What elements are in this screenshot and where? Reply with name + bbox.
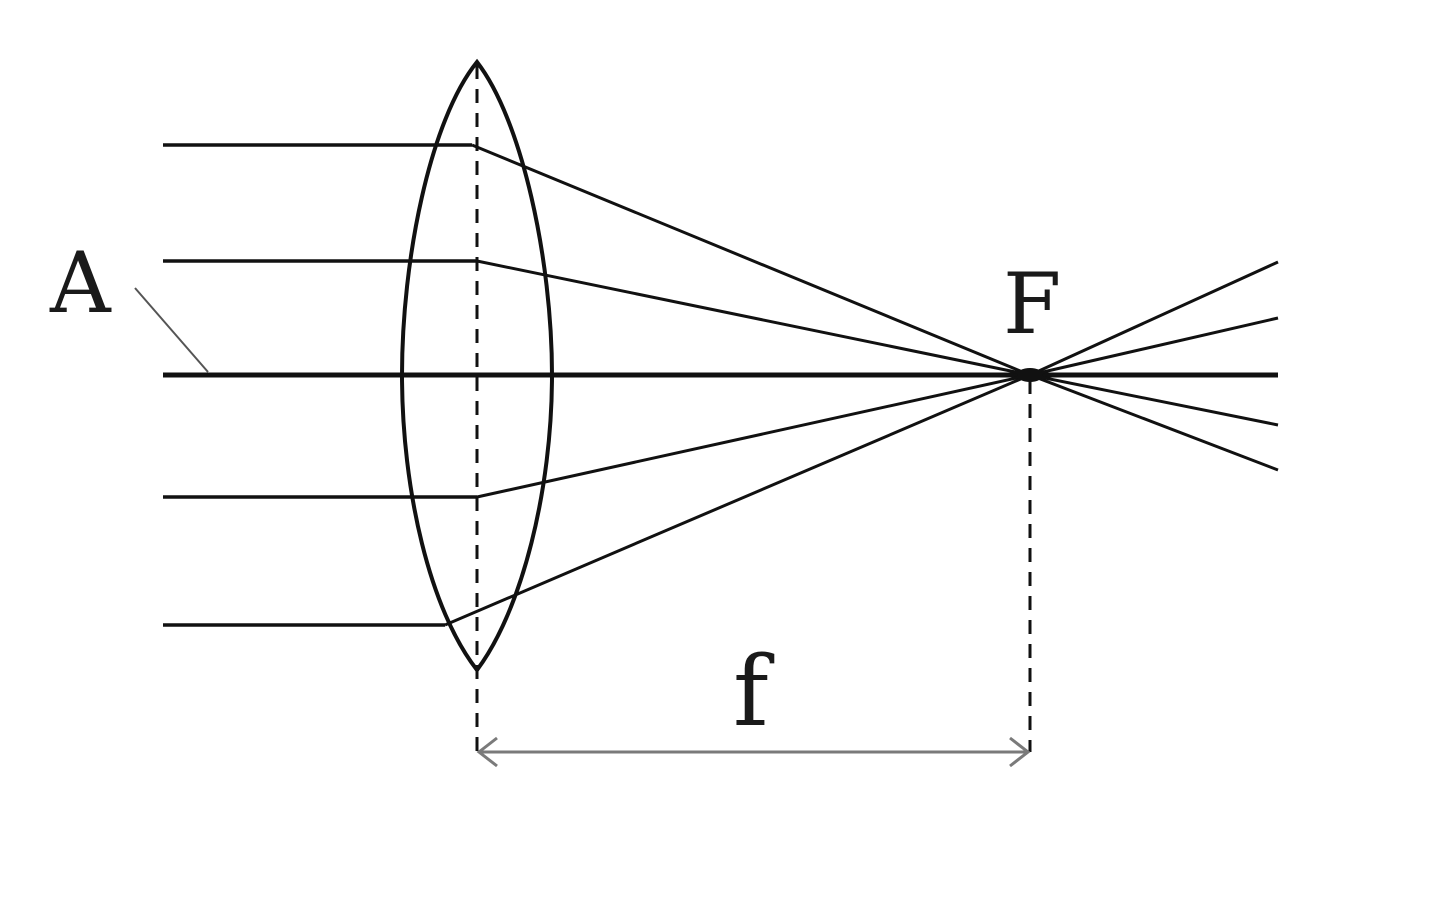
axis-label-leader-line <box>134 287 209 373</box>
diverging-ray-4 <box>1029 316 1279 377</box>
diverging-ray-5 <box>1029 260 1279 377</box>
focal-length-label: f <box>733 636 775 748</box>
focal-length-dimension <box>476 736 1031 768</box>
diverging-ray-2 <box>1029 373 1279 427</box>
left-arrowhead <box>476 736 498 768</box>
focal-point-dot <box>1017 368 1043 382</box>
incoming-rays <box>163 143 477 627</box>
refracted-ray-1 <box>471 143 1031 377</box>
refracted-rays <box>444 143 1279 627</box>
refracted-ray-4 <box>476 373 1031 499</box>
axis-label-a: A <box>49 234 112 332</box>
refracted-ray-5 <box>444 373 1031 627</box>
refracted-ray-2 <box>476 259 1031 377</box>
diverging-ray-1 <box>1029 373 1279 472</box>
right-arrowhead <box>1009 736 1031 768</box>
focal-point-label-f: F <box>1003 255 1061 353</box>
